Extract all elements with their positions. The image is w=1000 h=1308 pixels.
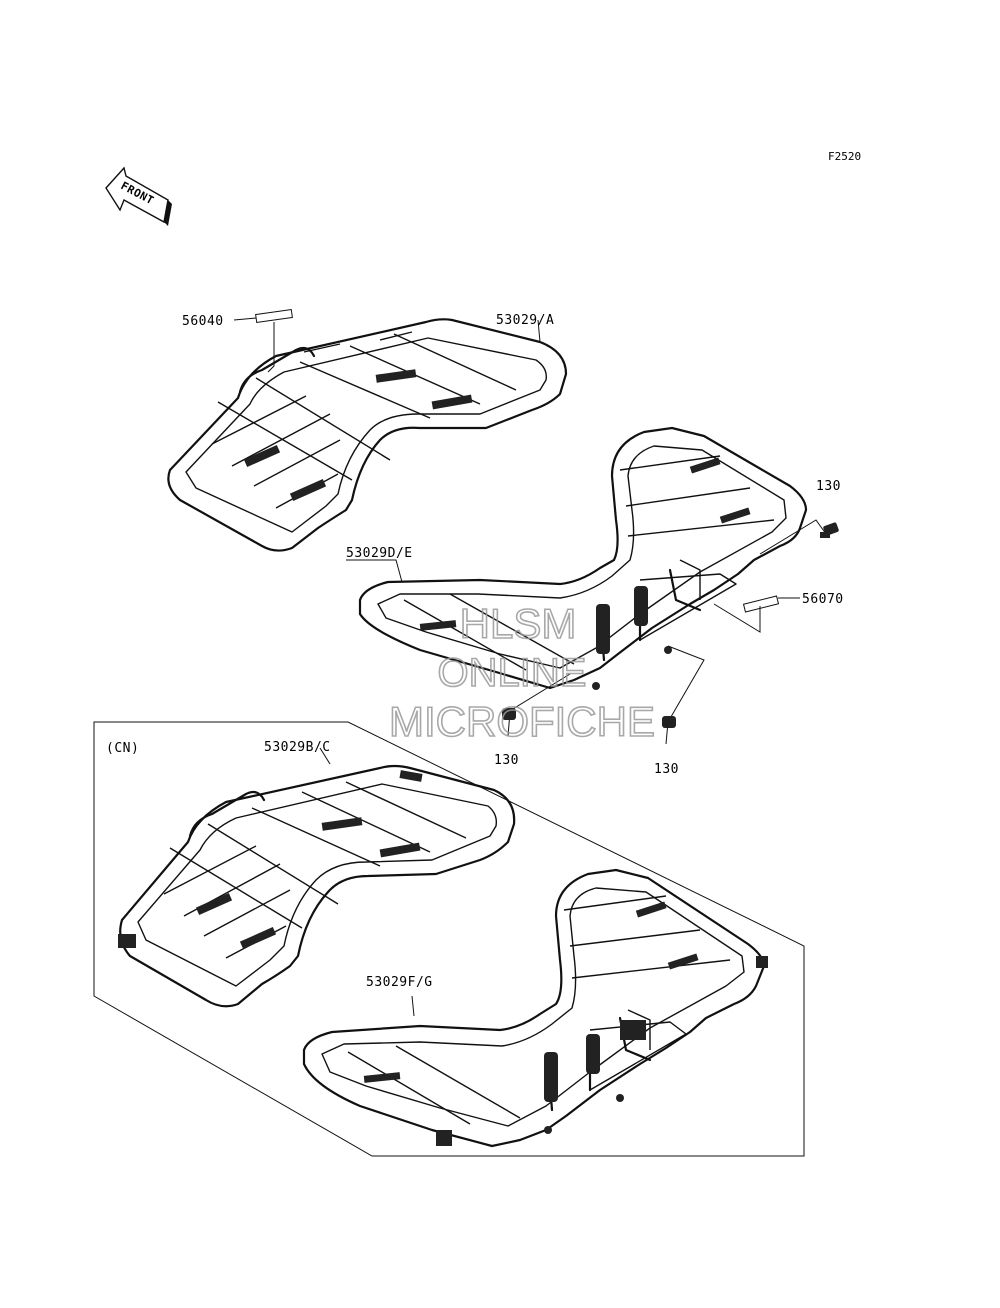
cn-group-box [93,721,805,1157]
bolt-right-icon [820,522,839,538]
decal-front [255,308,293,324]
decal-rear [742,595,780,613]
cn-front-rack [118,764,516,1008]
watermark-line2: ONLINE [438,651,587,695]
rear-rack [358,426,808,690]
front-rack [167,318,568,552]
watermark: HLSM ONLINE MICROFICHE [388,599,656,746]
label-130-left: 130 [494,753,519,768]
label-53029f-g: 53029F/G [366,975,433,990]
label-56040: 56040 [182,314,224,329]
bolt-left-icon [502,708,516,720]
figure-code: F2520 [828,150,861,163]
label-53029d-e: 53029D/E [346,546,413,561]
bolt-center-icon [662,716,676,728]
front-arrow-icon: FRONT [105,166,172,226]
watermark-line3: MICROFICHE [389,698,655,745]
cn-rear-rack [302,868,768,1148]
label-130-right: 130 [816,479,841,494]
cn-group-label: (CN) [106,741,139,756]
label-130-center: 130 [654,762,679,777]
label-53029b-c: 53029B/C [264,740,331,755]
watermark-line1: HLSM [460,600,577,647]
label-53029-a: 53029/A [496,313,554,328]
label-56070: 56070 [802,592,844,607]
